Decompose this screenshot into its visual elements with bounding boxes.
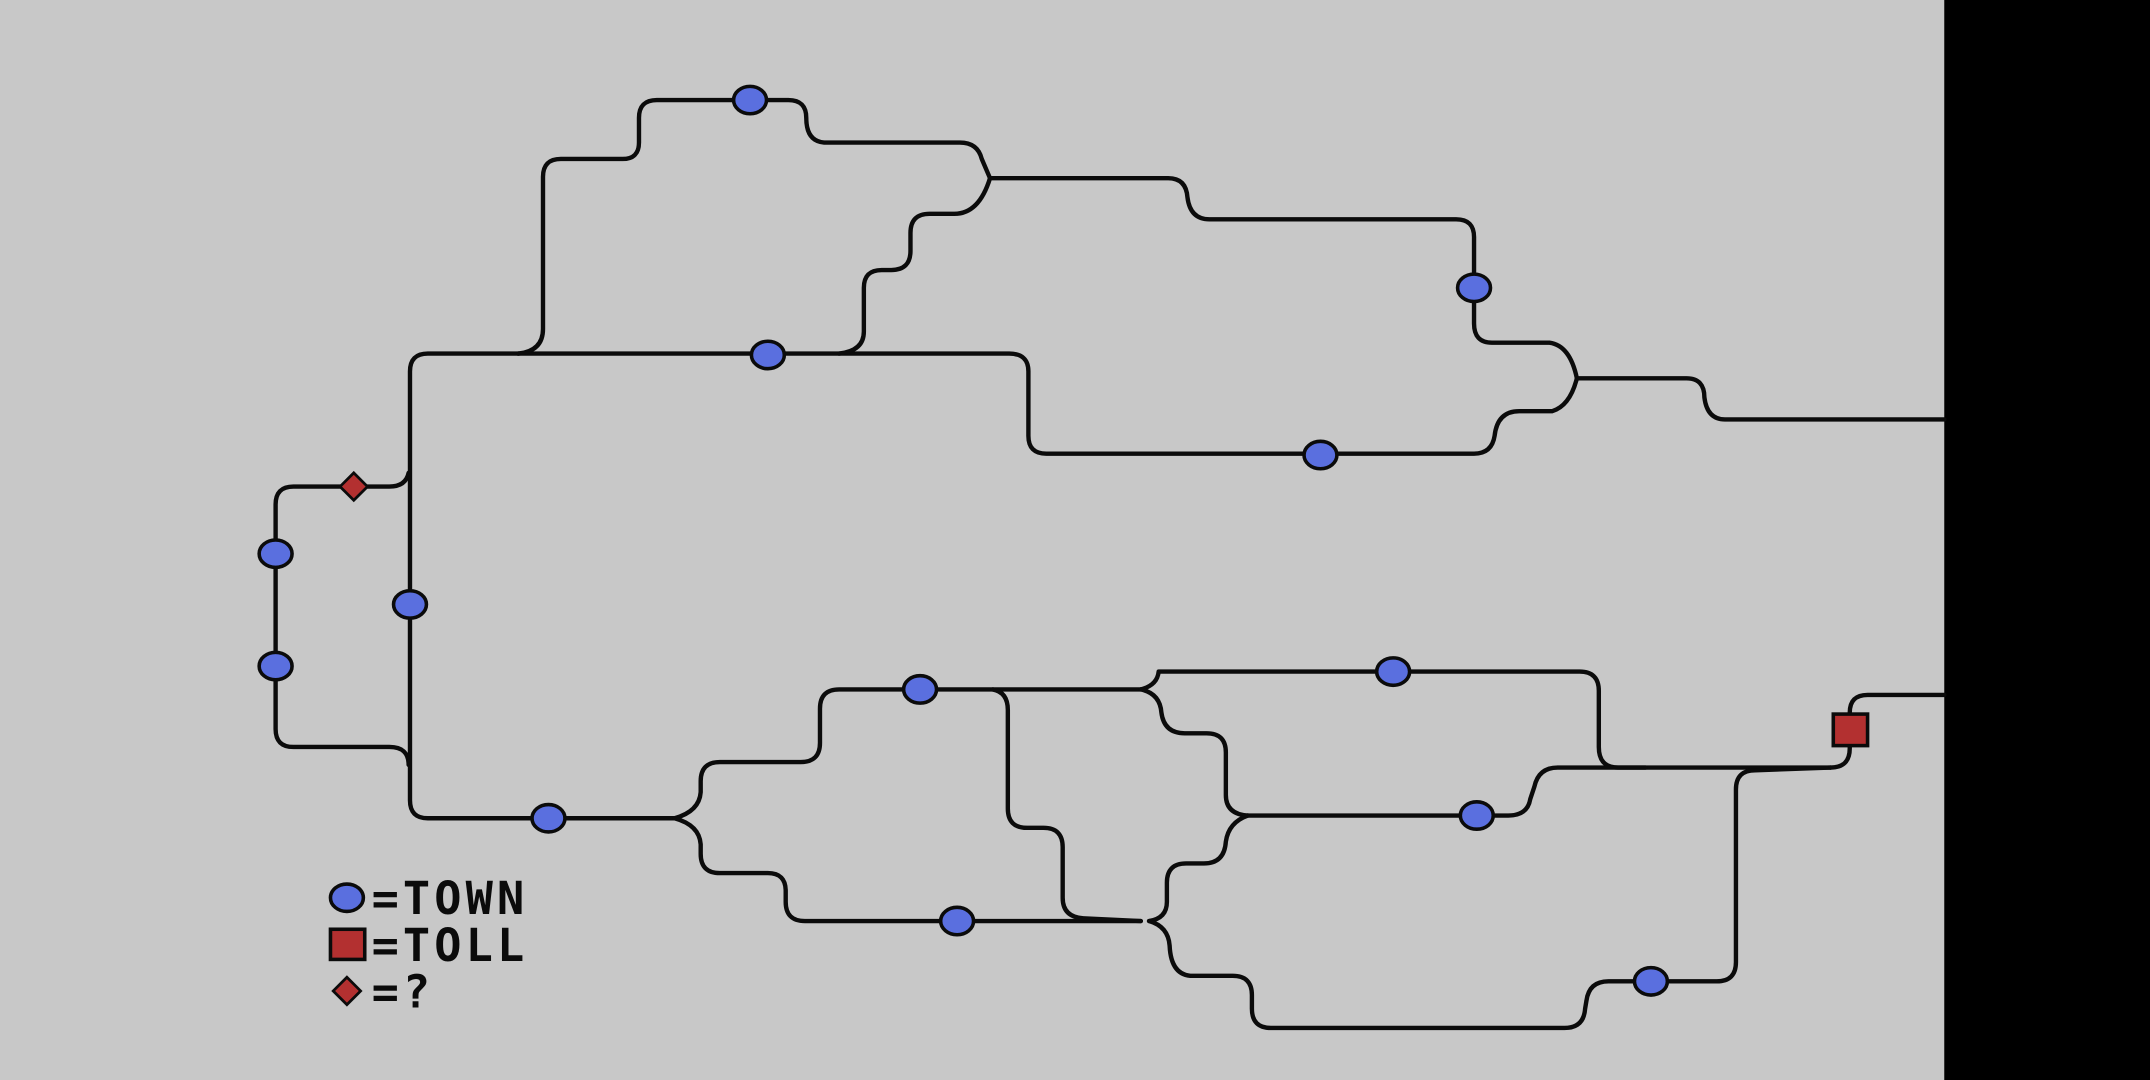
town-circle-icon bbox=[328, 882, 366, 914]
towns bbox=[257, 84, 1670, 997]
road-top-loop bbox=[516, 97, 993, 356]
legend-mystery-label: =? bbox=[372, 965, 435, 1018]
road-left-loop-outer bbox=[273, 470, 411, 767]
town-marker[interactable] bbox=[257, 650, 294, 682]
road-lower-split-down bbox=[672, 816, 1144, 924]
legend-town-label: =TOWN bbox=[372, 872, 529, 925]
town-marker[interactable] bbox=[901, 673, 939, 705]
road-mid-center bbox=[1245, 765, 1648, 818]
town-marker[interactable] bbox=[391, 588, 429, 620]
legend-toll-label: =TOLL bbox=[372, 919, 529, 972]
town-marker[interactable] bbox=[257, 538, 294, 570]
town-marker[interactable] bbox=[1455, 272, 1493, 304]
town-marker[interactable] bbox=[1458, 800, 1496, 831]
town-marker[interactable] bbox=[749, 339, 787, 371]
legend: =TOWN =TOLL =? bbox=[328, 872, 529, 1018]
town-marker[interactable] bbox=[1374, 656, 1412, 688]
town-marker[interactable] bbox=[731, 84, 769, 116]
road-mid-upper bbox=[1138, 669, 1833, 770]
road-mid-merge bbox=[1146, 813, 1250, 924]
toll-marker[interactable] bbox=[1831, 712, 1870, 748]
road-left-trunk bbox=[407, 351, 677, 821]
road-lower-right bbox=[1146, 765, 1833, 1031]
road-network bbox=[273, 97, 1947, 1031]
road-top-right bbox=[987, 175, 1580, 381]
road-lower-split-up bbox=[672, 687, 1144, 821]
road-cross-link bbox=[990, 687, 1144, 924]
mystery-diamond-icon bbox=[331, 975, 363, 1007]
road-upper-center bbox=[516, 351, 1580, 456]
town-marker[interactable] bbox=[938, 905, 976, 937]
town-marker[interactable] bbox=[530, 802, 567, 834]
road-top-branch bbox=[836, 175, 993, 356]
map-background bbox=[0, 0, 1945, 1080]
side-panel bbox=[1944, 0, 2150, 1080]
mystery-marker[interactable] bbox=[338, 470, 370, 503]
road-mid-split bbox=[1138, 687, 1250, 818]
road-upper-exit bbox=[1574, 376, 1947, 422]
town-marker[interactable] bbox=[1302, 439, 1339, 471]
town-marker[interactable] bbox=[1632, 965, 1670, 997]
toll-square-icon bbox=[328, 927, 367, 962]
